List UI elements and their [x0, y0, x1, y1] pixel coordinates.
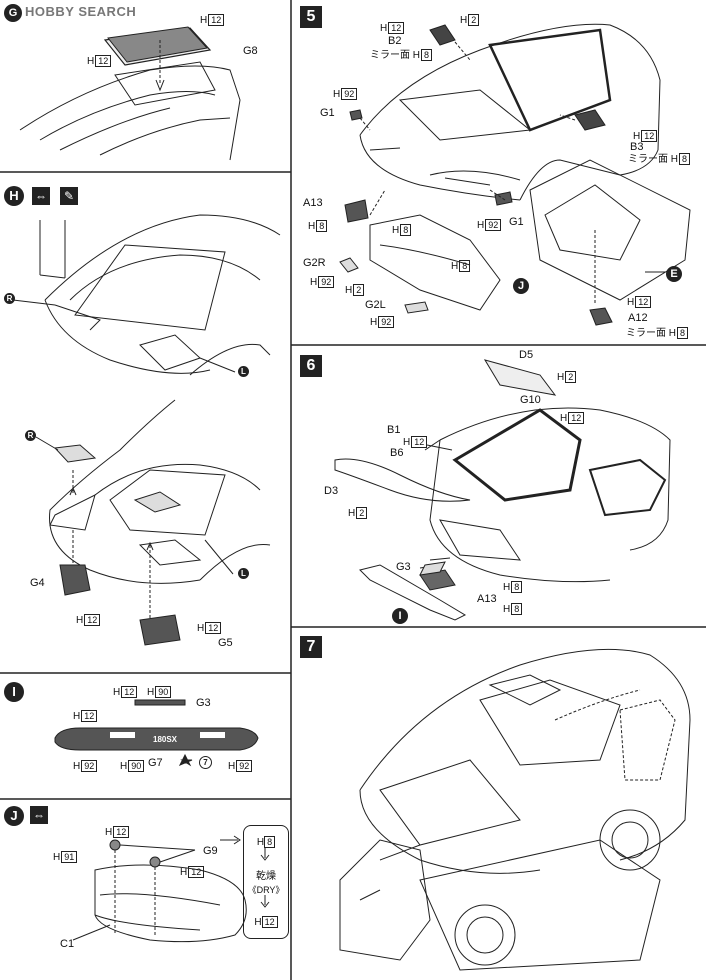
- car-body-step5: [339, 23, 691, 326]
- part-label-g4: G4: [30, 577, 45, 589]
- paint-number-7: 7: [199, 756, 212, 769]
- car-body-step6: [334, 359, 671, 621]
- marker-r: R: [25, 430, 36, 441]
- step-6-badge: 6: [300, 355, 322, 377]
- step-5-badge: 5: [300, 6, 322, 28]
- part-label-a12: A12: [628, 312, 648, 324]
- plate-emblem-text: 180SX: [153, 735, 178, 744]
- part-label-g1: G1: [320, 107, 335, 119]
- part-label-d3: D3: [324, 485, 339, 497]
- marker-r: R: [4, 293, 15, 304]
- section-j-badge: J: [4, 806, 24, 826]
- hood-drawing-top: [39, 214, 281, 376]
- part-label-g10: G10: [520, 394, 541, 406]
- part-label-a13: A13: [477, 593, 497, 605]
- part-label-c1: C1: [60, 938, 75, 950]
- part-label-g8: G8: [243, 45, 258, 57]
- part-label-g3: G3: [196, 697, 211, 709]
- section-i-badge: I: [4, 682, 24, 702]
- part-label-b2: B2: [388, 35, 402, 47]
- sunroof-drawing: [19, 26, 241, 161]
- section-h-badge: H: [4, 186, 24, 206]
- plate-drawing: [54, 699, 259, 767]
- part-label-b1: B1: [387, 424, 401, 436]
- marker-i: I: [392, 608, 408, 624]
- part-label-a13: A13: [303, 197, 323, 209]
- hood-drawing-mid: [35, 399, 271, 646]
- marker-l: L: [238, 568, 249, 579]
- part-label-b6: B6: [390, 447, 404, 459]
- part-label-b3: B3: [630, 141, 644, 153]
- part-label-d5: D5: [519, 349, 534, 361]
- part-label-g5: G5: [218, 637, 233, 649]
- arrow-swap-icon-j: ⇔: [30, 806, 48, 824]
- dry-kanji-label: 乾燥: [256, 871, 276, 882]
- watermark-logo: HOBBY SEARCH: [25, 4, 137, 19]
- car-chassis-step7: [339, 648, 691, 971]
- step-7-badge: 7: [300, 636, 322, 658]
- dry-word-label: 《DRY》: [247, 885, 285, 895]
- marker-l: L: [238, 366, 249, 377]
- part-label-g2r: G2R: [303, 257, 326, 269]
- arrow-swap-icon: ⇔: [32, 187, 50, 205]
- part-label-g3: G3: [396, 561, 411, 573]
- part-label-g2l: G2L: [365, 299, 386, 311]
- paint-brush-icon: ✎: [60, 187, 78, 205]
- bumper-drawing: [72, 835, 270, 943]
- section-g-badge: G: [4, 4, 22, 22]
- marker-j: J: [513, 278, 529, 294]
- part-label-g1: G1: [509, 216, 524, 228]
- marker-e: E: [666, 266, 682, 282]
- part-label-g9: G9: [203, 845, 218, 857]
- part-label-g7: G7: [148, 757, 163, 769]
